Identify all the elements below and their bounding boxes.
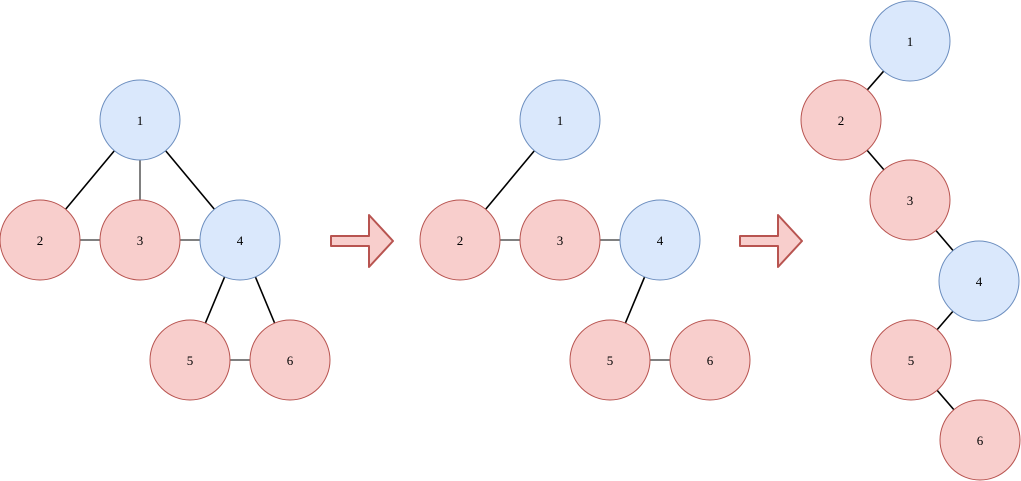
- graph-path-node-label-3: 3: [557, 233, 564, 248]
- graph-path-node-label-2: 2: [457, 233, 464, 248]
- graph-chain-node-label-3: 3: [907, 193, 914, 208]
- graph-path-node-3: [519, 199, 601, 281]
- graph-original-node-label-3: 3: [137, 233, 144, 248]
- graph-chain-node-label-4: 4: [976, 274, 983, 289]
- arrow-2: [739, 214, 803, 268]
- graph-path-node-4: [619, 199, 701, 281]
- graph-path-node-label-1: 1: [557, 113, 564, 128]
- graph-path-node-1: [519, 79, 601, 161]
- graph-original-node-label-6: 6: [287, 353, 294, 368]
- graph-chain-node-6: [939, 399, 1021, 481]
- graph-original-node-1: [99, 79, 181, 161]
- graph-chain-node-1: [869, 0, 951, 82]
- graph-original-node-label-4: 4: [237, 233, 244, 248]
- graph-path-node-2: [419, 199, 501, 281]
- graph-original-node-label-1: 1: [137, 113, 144, 128]
- arrow-1: [330, 214, 394, 268]
- graph-original-node-3: [99, 199, 181, 281]
- graph-chain-node-5: [870, 319, 952, 401]
- graph-path-node-label-6: 6: [707, 353, 714, 368]
- graph-original-node-label-2: 2: [37, 233, 44, 248]
- graph-chain-node-2: [800, 79, 882, 161]
- graph-chain-node-label-6: 6: [977, 433, 984, 448]
- graph-original: 1 2 3 4 5 6: [0, 79, 331, 401]
- graph-path-node-label-5: 5: [607, 353, 614, 368]
- graph-original-node-2: [0, 199, 81, 281]
- graph-original-node-4: [199, 199, 281, 281]
- graph-chain-node-label-2: 2: [838, 113, 845, 128]
- graph-path-node-label-4: 4: [657, 233, 664, 248]
- graph-chain: 1 2 3 4 5 6: [800, 0, 1021, 481]
- graph-path: 1 2 3 4 5 6: [419, 79, 751, 401]
- graph-path-node-6: [669, 319, 751, 401]
- graph-original-node-label-5: 5: [187, 353, 194, 368]
- graph-chain-node-4: [938, 240, 1020, 322]
- graph-original-node-5: [149, 319, 231, 401]
- graph-chain-node-label-5: 5: [908, 353, 915, 368]
- graph-path-node-5: [569, 319, 651, 401]
- graph-chain-node-3: [869, 159, 951, 241]
- graph-chain-node-label-1: 1: [907, 34, 914, 49]
- graph-original-node-6: [249, 319, 331, 401]
